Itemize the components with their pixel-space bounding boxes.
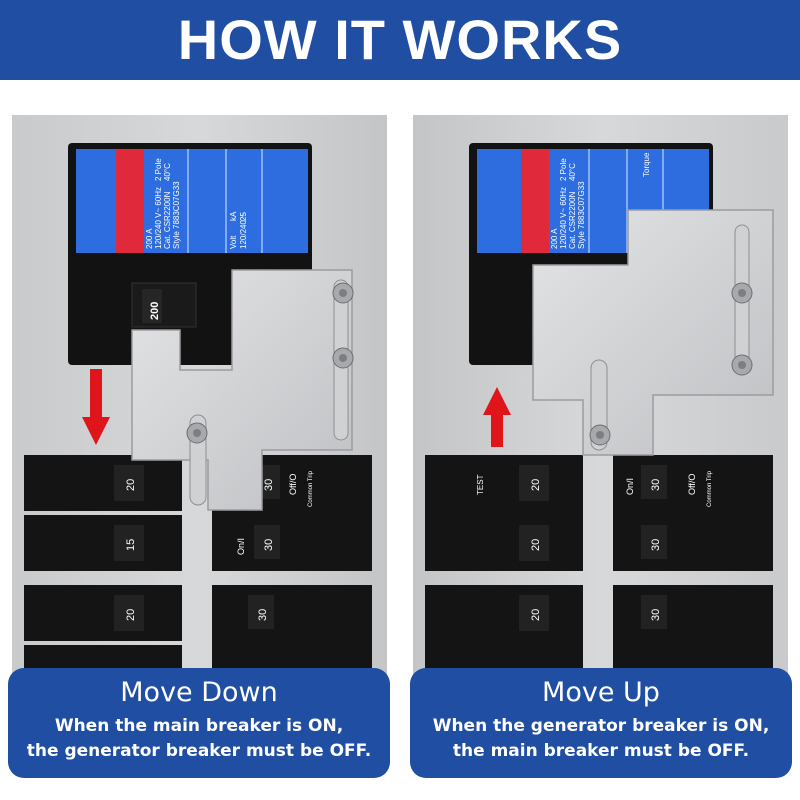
- main-breaker-handle: [131, 282, 197, 328]
- main-label-line4: Style 7883C07G33: [577, 181, 586, 249]
- common-trip-text: Common Trip: [308, 470, 314, 507]
- caption-line-2: the main breaker must be OFF.: [452, 741, 750, 761]
- label-ka: kA: [229, 211, 238, 221]
- off-text: Off/O: [288, 474, 298, 495]
- caption-body: When the generator breaker is ON, the ma…: [410, 714, 792, 764]
- main-label-line3: Cat. CSR2200N: [163, 191, 172, 249]
- main-label-line1: 200 A: [145, 228, 154, 249]
- breaker-rating-3: 20: [125, 609, 137, 621]
- main-label-line4: Style 7883C07G33: [172, 181, 181, 249]
- toggle-text: On/I: [625, 478, 635, 495]
- caption-line-2: the generator breaker must be OFF.: [26, 741, 372, 761]
- label-temp: 40°C: [163, 163, 172, 181]
- panel-photo-move-up: 200 A 120/240 V~ 60Hz Cat. CSR2200N Styl…: [413, 115, 788, 675]
- breaker-rating-2: 20: [530, 539, 542, 551]
- breaker-rating-1: 20: [125, 479, 137, 491]
- breaker-rating-6: 30: [650, 609, 662, 621]
- label-pole: 2 Pole: [154, 158, 163, 181]
- panel-photo-move-down: 200 A 120/240 V~ 60Hz Cat. CSR2200N Styl…: [12, 115, 387, 675]
- breaker-rating-5: 30: [263, 539, 275, 551]
- caption-move-down: Move Down When the main breaker is ON, t…: [8, 668, 390, 778]
- breaker-rating-5: 30: [650, 539, 662, 551]
- label-torque: Torque: [642, 152, 651, 177]
- main-breaker-rating: 200: [149, 302, 161, 320]
- left-breaker-column: 20 20 20 TEST: [425, 455, 583, 675]
- main-label-line3: Cat. CSR2200N: [568, 191, 577, 249]
- main-breaker-label: [76, 149, 308, 253]
- breaker-rating-2: 15: [125, 539, 137, 551]
- label-volt-value: 120/240 ~: [239, 213, 248, 249]
- header-banner: HOW IT WORKS: [0, 0, 800, 80]
- breaker-rating-6: 30: [257, 609, 269, 621]
- main-label-line2: 120/240 V~ 60Hz: [559, 187, 568, 249]
- left-breaker-column: 20 15 20: [24, 455, 182, 675]
- down-arrow-icon: [82, 369, 110, 445]
- label-temp: 40°C: [568, 163, 577, 181]
- right-breaker-column: 30 30 30 On/I Off/O Common Trip: [212, 455, 372, 675]
- breaker-rating-3: 20: [530, 609, 542, 621]
- right-breaker-column: 30 30 30 On/I Off/O Common Trip: [613, 455, 773, 675]
- common-trip-text: Common Trip: [707, 470, 713, 507]
- label-red-stripe: [116, 149, 144, 253]
- off-text: Off/O: [687, 474, 697, 495]
- breaker-rating-4: 30: [263, 479, 275, 491]
- interlock-plate: [131, 269, 353, 511]
- caption-title: Move Up: [542, 677, 660, 708]
- label-ka-value: 25: [239, 212, 248, 221]
- up-arrow-icon: [483, 387, 511, 447]
- caption-title: Move Down: [120, 677, 278, 708]
- caption-body: When the main breaker is ON, the generat…: [8, 714, 390, 764]
- toggle-text: On/I: [236, 538, 246, 555]
- caption-line-1: When the main breaker is ON,: [54, 716, 344, 736]
- test-text: TEST: [476, 474, 485, 495]
- breaker-rating-4: 30: [650, 479, 662, 491]
- caption-move-up: Move Up When the generator breaker is ON…: [410, 668, 792, 778]
- label-pole: 2 Pole: [559, 158, 568, 181]
- page-title: HOW IT WORKS: [177, 8, 623, 71]
- caption-line-1: When the generator breaker is ON,: [432, 716, 770, 736]
- breaker-rating-1: 20: [530, 479, 542, 491]
- label-volt: Volt: [229, 235, 238, 249]
- main-label-line2: 120/240 V~ 60Hz: [154, 187, 163, 249]
- label-red-stripe: [521, 149, 549, 253]
- main-label-line1: 200 A: [550, 228, 559, 249]
